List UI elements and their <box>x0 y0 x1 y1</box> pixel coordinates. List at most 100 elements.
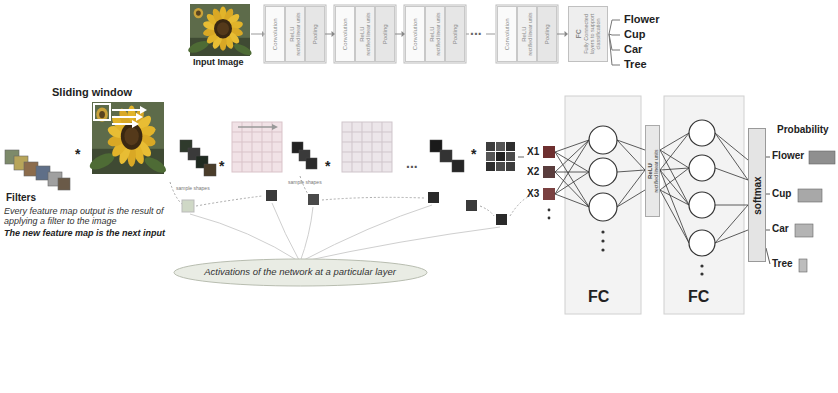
illustration-part <box>251 34 262 35</box>
illustration-part <box>689 155 715 181</box>
probability-bars <box>795 151 835 272</box>
activation-ellipse: Activations of the network at a particul… <box>173 258 428 287</box>
node-text: ReLU <box>289 8 296 60</box>
label-text: The new feature map is the next input <box>4 228 194 238</box>
illustration-part <box>799 259 807 272</box>
illustration-part <box>689 230 715 256</box>
illustration-part <box>809 151 835 164</box>
convolution-layer: Convolution <box>497 6 517 62</box>
illustration-part <box>342 122 392 172</box>
illustration-part <box>589 193 617 221</box>
convolution-layer: Convolution <box>265 6 285 62</box>
text-holder: ReLUrectified linear units <box>429 8 441 60</box>
illustration-part <box>232 122 282 172</box>
ellipse-shape <box>174 259 427 286</box>
illustration-part <box>601 239 604 242</box>
layer-group <box>496 5 558 63</box>
illustration-part <box>700 272 703 275</box>
convolution-layer: Convolution <box>335 6 355 62</box>
illustration-part <box>428 192 439 203</box>
connector-line <box>325 34 332 35</box>
illustration-part <box>204 164 216 176</box>
fc-layer: FCFully Connected layers to support clas… <box>568 6 608 62</box>
illustration-part <box>689 192 715 218</box>
output-arrows <box>609 20 620 65</box>
illustration-part <box>190 214 300 262</box>
relu-layer: ReLUrectified linear units <box>425 6 445 62</box>
label-text: Cup <box>624 28 645 41</box>
illustration-part <box>496 214 507 225</box>
label-text: FC <box>688 288 709 306</box>
label-text: Tree <box>624 58 647 71</box>
relu-layer: ReLUrectified linear units <box>517 6 537 62</box>
illustration-part <box>506 162 515 171</box>
feature-maps <box>292 142 317 169</box>
relu-layer: ReLUrectified linear units <box>645 125 660 217</box>
illustration-part <box>609 34 620 65</box>
node-text: Pooling <box>312 8 319 60</box>
label-text: X2 <box>527 166 539 178</box>
activation-cascade <box>170 176 530 225</box>
fc-panel <box>565 96 641 314</box>
label-text: X1 <box>527 146 539 158</box>
pooling-layer: Pooling <box>305 6 325 62</box>
node-text: Pooling <box>382 8 389 60</box>
label-text: Sliding window <box>52 86 132 99</box>
node-text: softmax <box>752 130 763 260</box>
arrow-heads <box>132 106 147 128</box>
illustration-part <box>486 142 516 172</box>
text-holder: ReLUrectified linear units <box>289 8 301 60</box>
illustration-part <box>766 157 770 264</box>
label-text: Flower <box>624 13 659 26</box>
label-text: Cup <box>772 188 791 200</box>
node-text: ReLU <box>429 8 436 60</box>
continuation-dots <box>548 209 704 276</box>
text-holder: Pooling <box>544 8 551 60</box>
connector-arrow <box>325 31 335 37</box>
illustration-part <box>589 126 617 154</box>
text-holder: Convolution <box>342 8 349 60</box>
feature-grid <box>486 142 516 172</box>
illustration-part <box>440 150 452 162</box>
illustration-part <box>700 264 703 267</box>
illustration-part <box>617 140 645 207</box>
text-holder: softmax <box>752 130 763 260</box>
label-text: * <box>75 146 80 162</box>
illustration-part <box>272 124 278 130</box>
feature-grid <box>232 122 282 172</box>
illustration-part <box>300 227 500 262</box>
relu-layer: ReLUrectified linear units <box>355 6 375 62</box>
illustration-part <box>486 162 495 171</box>
input-vector <box>543 146 555 200</box>
illustration-part <box>300 205 432 262</box>
text-holder: ReLUrectified linear units <box>646 127 658 215</box>
illustration-part <box>496 152 505 161</box>
text-holder: Convolution <box>272 8 279 60</box>
text-holder: Pooling <box>312 8 319 60</box>
illustration-part <box>496 162 505 171</box>
illustration-part <box>589 158 617 186</box>
illustration-part <box>543 188 555 200</box>
illustration-part <box>132 120 139 128</box>
illustration-part <box>232 122 282 172</box>
illustration-part <box>548 209 551 212</box>
label-text: sample shapes <box>176 186 210 192</box>
label-text: ... <box>406 155 418 171</box>
node-text: Convolution <box>272 8 279 60</box>
connector-arrow <box>557 31 568 37</box>
illustration-part <box>689 120 715 146</box>
text-holder: ReLUrectified linear units <box>359 8 371 60</box>
illustration-part <box>715 133 748 243</box>
label-text: * <box>325 158 330 174</box>
illustration-part <box>795 224 813 237</box>
connector-arrow <box>395 31 405 37</box>
illustration-part <box>136 113 143 121</box>
label-text: FC <box>588 288 609 306</box>
illustration-part <box>548 217 551 220</box>
connector-line <box>395 34 402 35</box>
illustration-part <box>452 160 464 172</box>
node-text: Pooling <box>544 8 551 60</box>
pooling-layer: Pooling <box>537 6 557 62</box>
node-text: Fully Connected layers to support classi… <box>583 8 601 60</box>
